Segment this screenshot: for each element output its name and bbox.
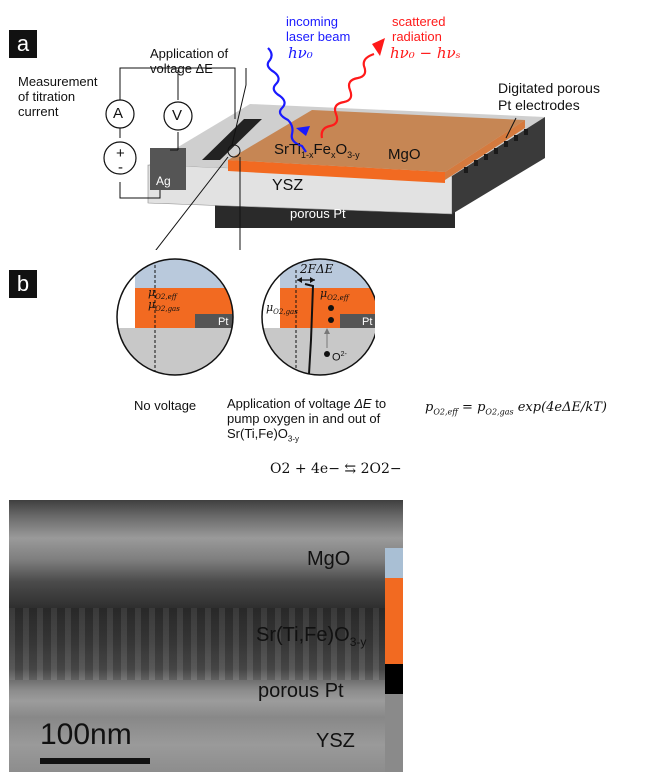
strip-pt [385,664,403,694]
right-zoom-circle [262,259,375,375]
srtife-film-front [228,160,445,183]
strip-srtife [385,578,403,664]
strip-ysz [385,694,403,772]
right-mu-gas: μO2,gas [266,301,298,317]
incoming-beam-label: incoming laser beam [286,14,351,44]
left-mu-eff: μO2,eff [148,286,177,302]
sem-label-porous-pt: porous Pt [258,680,344,702]
source-plus: + [116,145,125,162]
sem-vertical-texture [9,608,403,680]
scale-bar [40,758,150,764]
ammeter-symbol: A [113,105,124,122]
mgo-film-label: MgO [388,146,421,163]
top-electrode-bar [202,119,262,160]
left-mu-gas: μO2,gas [148,298,180,314]
digitated-electrodes [464,129,528,173]
panel-b-zoom-circles [116,258,375,376]
sem-label-mgo: MgO [307,548,351,570]
incoming-beam-formula: hν₀ [288,44,313,62]
oxygen-ion-label: O2- [332,351,347,364]
voltage-label: Application of voltage ΔE [150,46,229,76]
source-minus: - [118,159,123,176]
right-pt-label: Pt [362,316,373,328]
zoom-line-left [155,156,229,250]
ammeter-circle [105,99,135,129]
mgo-film-right [445,120,525,180]
reaction-equation: O2 + 4e− ⇆ 2O2− [270,461,402,477]
incoming-laser-beam [266,47,307,153]
panel-label-b: b [9,270,37,298]
left-pt-label: Pt [218,316,229,328]
layer-color-strip [385,548,403,772]
ysz-label: YSZ [272,177,304,194]
right-mu-eff: μO2,eff [320,287,349,303]
voltmeter-symbol: V [172,107,183,124]
scale-bar-label: 100nm [40,718,132,751]
no-voltage-caption: No voltage [134,398,197,413]
sem-label-ysz: YSZ [316,730,355,752]
ag-contact [150,148,186,190]
porous-pt-label: porous Pt [290,206,346,221]
scattered-radiation-beam [320,52,375,139]
ag-label: Ag [156,174,171,188]
panel-label-a: a [9,30,37,58]
measurement-label: Measurement of titration current [18,74,98,119]
zoom-point-circle [227,144,241,158]
sem-label-srtife: Sr(Ti,Fe)O3-y [256,624,367,649]
strip-mgo [385,548,403,578]
sem-cross-section-image [9,500,403,772]
incoming-arrowhead [296,126,310,136]
scattered-arrowhead [372,38,385,56]
source-circle [103,141,137,175]
scattered-formula: hν₀ − hνₛ [390,44,461,62]
voltage-caption: Application of voltage ΔE to pump oxygen… [227,396,387,444]
voltmeter-circle [163,101,193,131]
panel-a-device-illustration [103,38,545,250]
electrodes-leader [505,117,517,139]
electrodes-label: Digitated porous Pt electrodes [498,80,600,113]
ysz-substrate-side [452,117,545,214]
scattered-label: scattered radiation [392,14,446,44]
partial-pressure-equation: pO2,eff = pO2,gas exp(4eΔE/kT) [425,400,607,417]
srtife-film-label: SrTi1-xFexO3-y [274,141,360,160]
right-delta-label: 2FΔE [300,262,334,276]
mgo-film-top [228,110,525,172]
